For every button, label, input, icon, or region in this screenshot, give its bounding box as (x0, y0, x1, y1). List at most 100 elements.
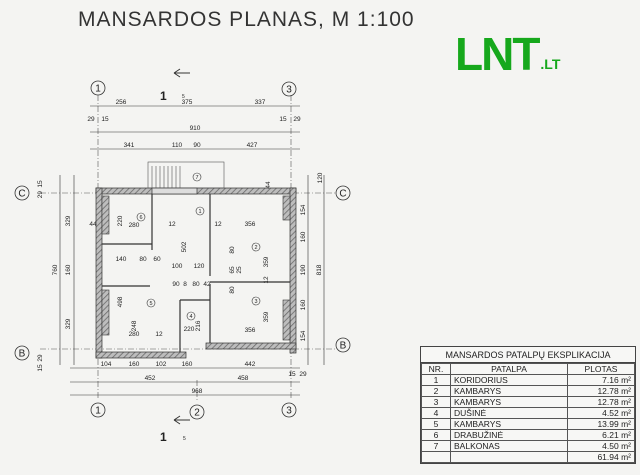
row-area: 12.78 m² (567, 396, 635, 408)
dim-left-160: 160 (65, 264, 72, 275)
dim-int-80-a: 80 (139, 256, 147, 263)
row-area: 4.52 m² (567, 407, 635, 419)
row-nr: 3 (421, 396, 451, 408)
dim-left-329-top: 329 (65, 215, 72, 226)
table-row: 7 BALKONAS 4.50 m² (421, 440, 635, 452)
dim-bottom-458: 458 (238, 375, 249, 382)
dim-bottom-102: 102 (156, 361, 167, 368)
dim-left-29-bottom: 29 (37, 354, 44, 362)
drawing-title: MANSARDOS PLANAS, M 1:100 (78, 8, 415, 31)
logo-suffix-text: .LT (540, 56, 561, 72)
room-marker-5: 5 (149, 301, 152, 307)
dim-int-65: 65 (229, 266, 236, 274)
dim-right-44: 44 (265, 181, 272, 189)
section-label-bottom: 1 (160, 430, 167, 444)
dim-top-15-left: 15 (101, 116, 109, 123)
row-nr: 1 (421, 374, 451, 386)
dimension-lines (59, 105, 325, 396)
dim-int-80-c: 80 (229, 246, 236, 254)
grid-marker-3-bottom: 3 (286, 406, 292, 417)
dim-int-498: 498 (117, 296, 124, 307)
dim-int-12-b: 12 (168, 221, 176, 228)
room-marker-1: 1 (198, 209, 201, 215)
dim-int-356-a: 356 (245, 221, 256, 228)
grid-marker-1-top: 1 (95, 84, 101, 95)
header-plotas: PLOTAS (567, 363, 635, 375)
balcony-stair (147, 161, 225, 189)
dim-bottom-29: 29 (299, 371, 307, 378)
dim-int-80-b: 80 (192, 281, 200, 288)
table-total-row: 61.94 m² (421, 451, 635, 463)
row-area: 4.50 m² (567, 440, 635, 452)
room-marker-4: 4 (189, 314, 192, 320)
row-nr: 2 (421, 385, 451, 397)
dim-right-160-bottom: 160 (300, 299, 307, 310)
dim-int-280-a: 280 (129, 222, 140, 229)
grid-markers: 1 3 1 2 3 C C B B (14, 80, 351, 420)
dim-int-12-c: 12 (263, 276, 270, 284)
dim-bottom-968: 968 (192, 388, 203, 395)
grid-marker-2-bottom: 2 (194, 408, 200, 419)
dimension-text-top: 256 375 337 29 15 910 15 29 341 110 90 4… (87, 99, 301, 149)
table-header-row: NR. PATALPA PLOTAS (421, 363, 635, 375)
dim-right-160-top: 160 (300, 231, 307, 242)
section-sub-top: 5 (182, 94, 185, 100)
dim-right-120: 120 (317, 172, 324, 183)
dim-int-280-b: 280 (129, 331, 140, 338)
dim-top-256: 256 (116, 99, 127, 106)
dim-int-100: 100 (172, 263, 183, 270)
dim-left-760: 760 (52, 264, 59, 275)
table-body: NR. PATALPA PLOTAS 1 KORIDORIUS 7.16 m² … (421, 363, 635, 463)
table-row: 2 KAMBARYS 12.78 m² (421, 385, 635, 397)
dim-left-29-top: 29 (37, 191, 44, 199)
dim-right-154-bottom: 154 (300, 330, 307, 341)
row-name: KAMBARYS (450, 418, 568, 430)
dim-left-15-top: 15 (37, 180, 44, 188)
total-area: 61.94 m² (567, 451, 635, 463)
dim-int-60: 60 (153, 256, 161, 263)
table-row: 6 DRABUŽINĖ 6.21 m² (421, 429, 635, 441)
dim-bottom-160-a: 160 (129, 361, 140, 368)
dim-int-140: 140 (116, 256, 127, 263)
row-name: BALKONAS (450, 440, 568, 452)
grid-marker-b-left: B (19, 349, 26, 360)
dim-right-818: 818 (316, 264, 323, 275)
table-caption: MANSARDOS PATALPŲ EKSPLIKACIJA (421, 347, 635, 363)
dimension-text-right: 44 120 154 160 190 818 160 154 (265, 172, 324, 341)
dim-top-90: 90 (193, 142, 201, 149)
table-row: 4 DUŠINĖ 4.52 m² (421, 407, 635, 419)
room-marker-6: 6 (139, 215, 142, 221)
dim-top-15-right: 15 (279, 116, 287, 123)
grid-marker-b-right: B (340, 341, 347, 352)
dim-int-216: 216 (195, 320, 202, 331)
table-row: 3 KAMBARYS 12.78 m² (421, 396, 635, 408)
row-name: KORIDORIUS (450, 374, 568, 386)
row-nr: 4 (421, 407, 451, 419)
grid-marker-c-right: C (339, 189, 346, 200)
dim-left-15-bottom: 15 (37, 364, 44, 372)
grid-marker-c-left: C (18, 189, 25, 200)
dim-bottom-452: 452 (145, 375, 156, 382)
dimension-text-bottom: 104 160 102 160 442 15 29 452 458 968 (101, 361, 307, 395)
dim-int-248: 248 (131, 320, 138, 331)
grid-marker-3-top: 3 (286, 85, 292, 96)
header-nr: NR. (421, 363, 451, 375)
dim-int-220-a: 220 (117, 215, 124, 226)
grid-marker-1-bottom: 1 (95, 406, 101, 417)
dim-right-154-top: 154 (300, 204, 307, 215)
dim-bottom-104: 104 (101, 361, 112, 368)
room-schedule-table: MANSARDOS PATALPŲ EKSPLIKACIJA NR. PATAL… (420, 346, 636, 464)
row-name: DUŠINĖ (450, 407, 568, 419)
row-area: 7.16 m² (567, 374, 635, 386)
dim-int-42: 42 (203, 281, 211, 288)
dim-top-29-left: 29 (87, 116, 95, 123)
total-name-cell (450, 451, 568, 463)
dim-int-359-a: 359 (263, 256, 270, 267)
windows (101, 195, 291, 341)
dim-bottom-442: 442 (245, 361, 256, 368)
row-nr: 6 (421, 429, 451, 441)
dim-top-29-right: 29 (293, 116, 301, 123)
dim-int-12-d: 12 (214, 221, 222, 228)
